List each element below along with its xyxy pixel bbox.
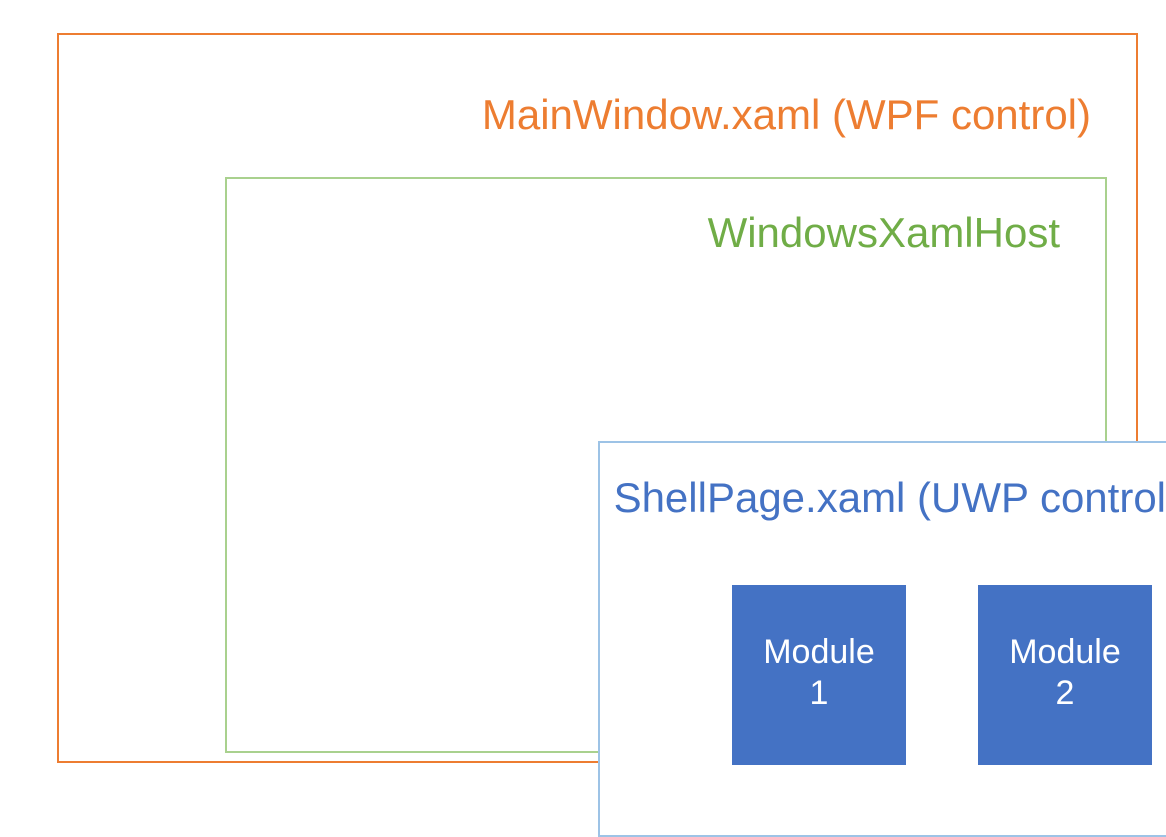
diagram-canvas: MainWindow.xaml (WPF control) WindowsXam… <box>57 33 1166 837</box>
module-2-box: Module 2 <box>978 585 1152 765</box>
module-1-box: Module 1 <box>732 585 906 765</box>
module-1-number: 1 <box>809 674 829 712</box>
shellpage-uwp-container: ShellPage.xaml (UWP control) Module 1 Mo… <box>598 441 1166 837</box>
mainwindow-wpf-title: MainWindow.xaml (WPF control) <box>481 91 1091 138</box>
module-2-number: 2 <box>1055 674 1075 712</box>
windowsxamlhost-container: WindowsXamlHost ShellPage.xaml (UWP cont… <box>225 177 1166 837</box>
shellpage-uwp-title: ShellPage.xaml (UWP control) <box>613 474 1166 521</box>
module-1-name: Module <box>763 632 875 671</box>
mainwindow-wpf-container: MainWindow.xaml (WPF control) WindowsXam… <box>57 33 1166 837</box>
module-2-label: Module 2 <box>1009 632 1121 719</box>
module-1-label: Module 1 <box>763 632 875 719</box>
windowsxamlhost-title: WindowsXamlHost <box>707 209 1060 256</box>
module-2-name: Module <box>1009 632 1121 671</box>
